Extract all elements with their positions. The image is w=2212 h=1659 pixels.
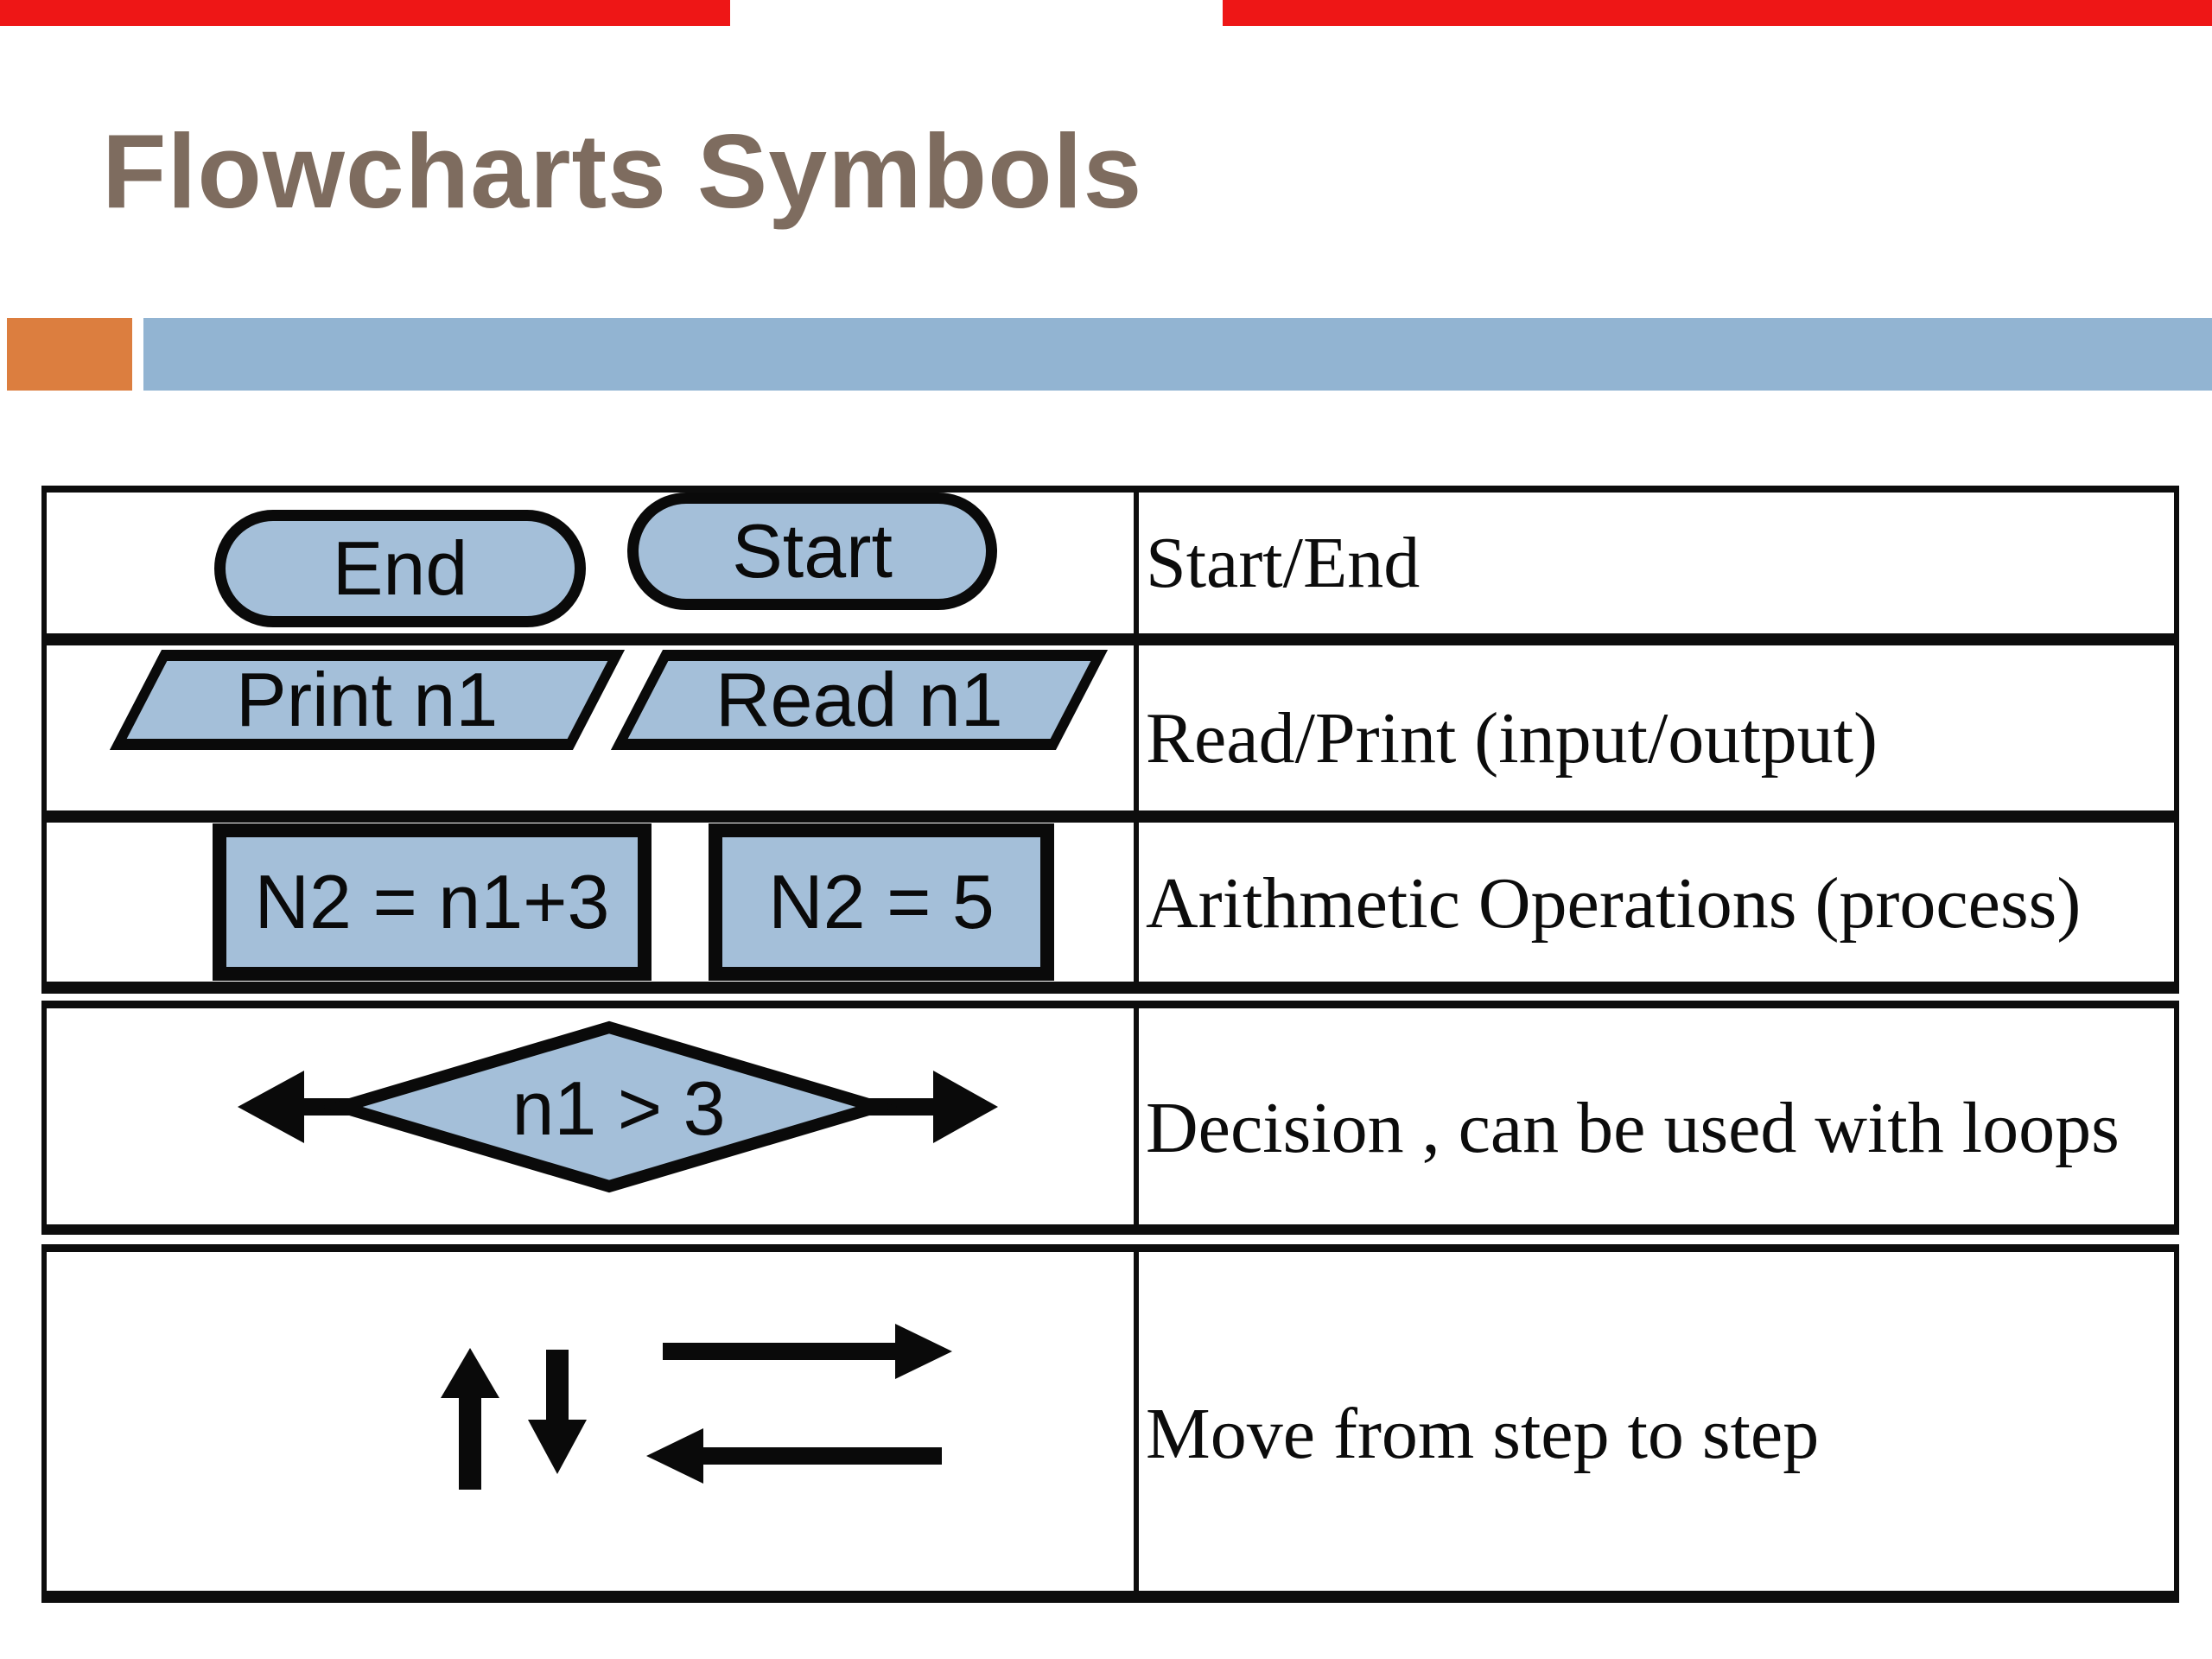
column-divider: [1134, 1252, 1139, 1591]
column-divider: [1134, 493, 1139, 982]
column-divider: [1134, 1008, 1139, 1224]
terminator-start-label: Start: [732, 508, 893, 594]
up-arrow-icon: [441, 1348, 499, 1490]
row-description-move: Move from step to step: [1146, 1394, 1820, 1474]
row-divider-1: [47, 633, 2174, 645]
row-description-read-print: Read/Print (input/output): [1146, 698, 1878, 779]
row-description-start-end: Start/End: [1146, 523, 1421, 603]
process-rectangle-2: N2 = 5: [709, 823, 1054, 981]
left-arrow-icon: [238, 1071, 304, 1143]
blue-accent-band: [143, 318, 2212, 391]
terminator-shape-start: Start: [627, 493, 997, 610]
decision-diamond-with-arrows: [238, 1020, 998, 1193]
row-divider-2: [47, 810, 2174, 823]
process-rectangle-1: N2 = n1+3: [213, 823, 652, 981]
left-arrow-icon: [646, 1428, 942, 1484]
decision-condition-label: n1 > 3: [512, 1065, 726, 1151]
down-arrow-icon: [528, 1350, 587, 1474]
right-arrow-icon: [663, 1324, 952, 1379]
decision-diamond: [320, 1020, 899, 1193]
process-2-label: N2 = 5: [768, 859, 995, 944]
io-parallelogram-print: Print n1: [109, 650, 626, 750]
table-block-flow: [41, 1244, 2179, 1603]
flow-direction-arrows: [441, 1324, 952, 1490]
right-arrow-icon: [933, 1071, 998, 1143]
process-1-label: N2 = n1+3: [254, 859, 610, 944]
io-parallelogram-read: Read n1: [610, 650, 1109, 750]
row-description-arithmetic: Arithmetic Operations (process): [1146, 863, 2082, 944]
io-print-label: Print n1: [236, 657, 499, 742]
page-title: Flowcharts Symbols: [102, 112, 1143, 230]
io-read-label: Read n1: [715, 657, 1003, 742]
terminator-shape-end: End: [214, 510, 586, 627]
row-description-decision: Decision , can be used with loops: [1146, 1088, 2120, 1168]
terminator-end-label: End: [332, 525, 468, 611]
orange-accent-block: [7, 318, 132, 391]
top-red-strip-left: [0, 0, 730, 26]
top-red-strip-right: [1223, 0, 2212, 26]
